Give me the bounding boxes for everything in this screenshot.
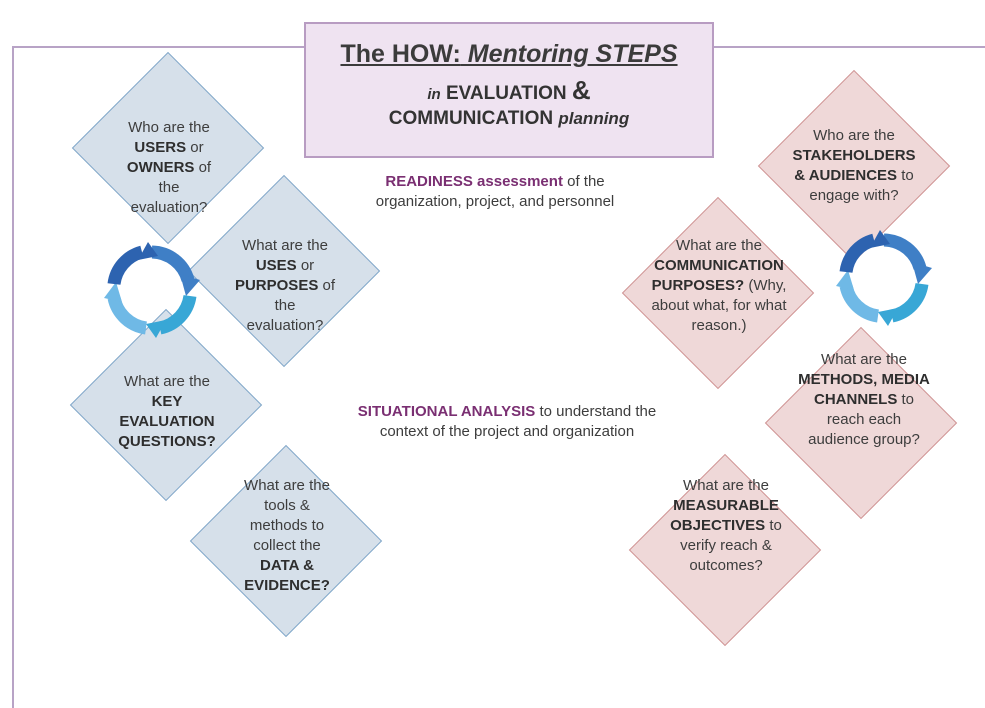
title-planning: planning: [558, 109, 630, 128]
questions-text: What are the KEY EVALUATION QUESTIONS?: [100, 372, 234, 452]
objectives-line-5: outcomes?: [689, 557, 763, 574]
objectives-line-4: verify reach &: [680, 537, 772, 554]
stakeholders-keyword: STAKEHOLDERS: [792, 147, 916, 164]
uses-or: or: [296, 257, 315, 274]
users-or: or: [186, 139, 204, 156]
stakeholders-text: Who are the STAKEHOLDERS & AUDIENCES to …: [784, 126, 924, 206]
purposes-keyword: PURPOSES?: [651, 277, 745, 294]
questions-line-1: What are the: [124, 373, 210, 390]
refresh-cycle-icon: [104, 242, 200, 338]
title-line-2: in EVALUATION &: [306, 75, 712, 106]
title-amp: &: [571, 75, 591, 105]
methods-line-1: What are the: [821, 351, 907, 368]
title-in: in: [427, 86, 441, 103]
tools-line-3: methods to: [249, 517, 325, 534]
title-communication: COMMUNICATION: [388, 108, 554, 129]
methods-line-4: reach each: [826, 411, 902, 428]
questions-evaluation: EVALUATION: [119, 413, 215, 430]
situational-rest: to understand the: [535, 403, 657, 420]
purposes-keyword: PURPOSES: [234, 277, 319, 294]
situational-bold: SITUATIONAL ANALYSIS: [357, 403, 536, 420]
uses-the: the: [274, 297, 296, 314]
tools-text: What are the tools & methods to collect …: [220, 476, 354, 596]
readiness-line-2: organization, project, and personnel: [375, 193, 615, 210]
stakeholders-to: to: [897, 167, 914, 184]
users-keyword: USERS: [134, 139, 187, 156]
audiences-keyword: & AUDIENCES: [794, 167, 898, 184]
objectives-text: What are the MEASURABLE OBJECTIVES to ve…: [656, 476, 796, 576]
users-evaluation: evaluation?: [130, 199, 208, 216]
situational-line-2: context of the project and organization: [379, 423, 635, 440]
uses-line-1: What are the: [242, 237, 328, 254]
users-of: of: [194, 159, 212, 176]
title-box: The HOW: Mentoring STEPS in EVALUATION &…: [304, 22, 714, 158]
title-part1: The HOW:: [340, 40, 461, 68]
readiness-bold: READINESS assessment: [385, 173, 563, 190]
communication-keyword: COMMUNICATION: [654, 257, 784, 274]
uses-of: of: [318, 277, 336, 294]
measurable-keyword: MEASURABLE: [673, 497, 779, 514]
methods-line-5: audience group?: [808, 431, 920, 448]
questions-key: KEY: [151, 393, 183, 410]
uses-keyword: USES: [255, 257, 297, 274]
uses-evaluation: evaluation?: [246, 317, 324, 334]
tools-evidence: EVIDENCE?: [244, 577, 330, 594]
refresh-cycle-icon: [836, 230, 932, 326]
purposes-why: (Why,: [744, 277, 787, 294]
methods-text: What are the METHODS, MEDIA CHANNELS to …: [790, 350, 938, 450]
purposes-text: What are the COMMUNICATION PURPOSES? (Wh…: [630, 236, 808, 336]
purposes-line-1: What are the: [676, 237, 762, 254]
purposes-line-5: reason.): [691, 317, 747, 334]
title-line-1: The HOW: Mentoring STEPS: [306, 40, 712, 69]
objectives-to: to: [765, 517, 782, 534]
users-line-1: Who are the: [128, 119, 210, 136]
questions-questions: QUESTIONS?: [118, 433, 216, 450]
tools-line-2: tools &: [264, 497, 310, 514]
tools-line-1: What are the: [244, 477, 330, 494]
methods-keyword: METHODS, MEDIA: [798, 371, 930, 388]
users-the: the: [158, 179, 180, 196]
methods-to: to: [897, 391, 915, 408]
title-part2: Mentoring STEPS: [460, 40, 678, 68]
situational-note: SITUATIONAL ANALYSIS to understand the c…: [318, 402, 696, 442]
users-text: Who are the USERS or OWNERS of the evalu…: [102, 118, 236, 218]
title-line-3: COMMUNICATION planning: [306, 108, 712, 130]
tools-data: DATA &: [260, 557, 314, 574]
owners-keyword: OWNERS: [126, 159, 195, 176]
stakeholders-line-4: engage with?: [809, 187, 899, 204]
tools-line-4: collect the: [253, 537, 321, 554]
objectives-line-1: What are the: [683, 477, 769, 494]
title-evaluation: EVALUATION: [445, 83, 567, 104]
readiness-rest: of the: [562, 173, 605, 190]
stakeholders-line-1: Who are the: [813, 127, 895, 144]
purposes-line-4: about what, for what: [651, 297, 787, 314]
channels-keyword: CHANNELS: [813, 391, 898, 408]
objectives-keyword: OBJECTIVES: [670, 517, 766, 534]
uses-text: What are the USES or PURPOSES of the eva…: [218, 236, 352, 336]
readiness-note: READINESS assessment of the organization…: [330, 172, 660, 212]
